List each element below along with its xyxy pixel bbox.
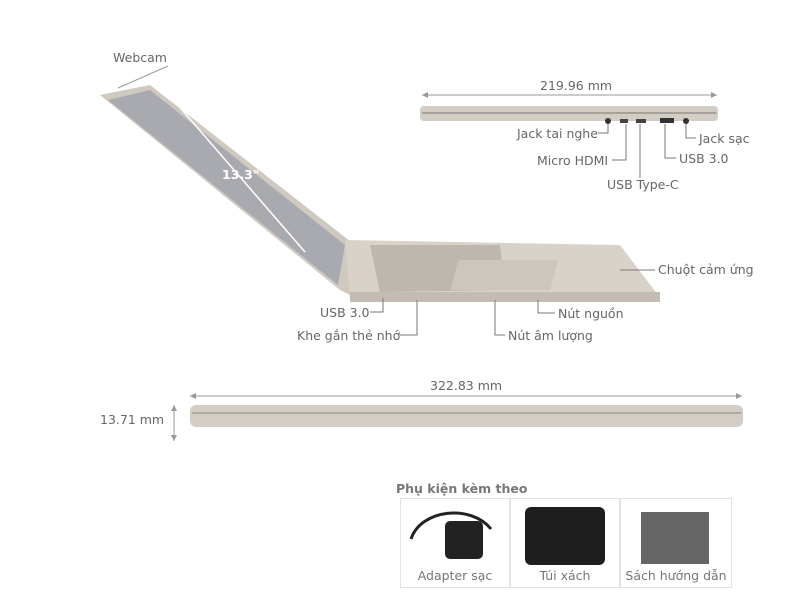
screen-size-label: 13.3" xyxy=(222,167,260,182)
usb30-right-label: USB 3.0 xyxy=(679,151,729,166)
headphone-jack-label: Jack tai nghe xyxy=(517,126,598,141)
accessory-adapter: Adapter sạc xyxy=(400,498,510,588)
thickness-label: 13.71 mm xyxy=(100,412,165,427)
webcam-leader xyxy=(117,65,169,89)
micro-hdmi-label: Micro HDMI xyxy=(537,153,609,168)
manual-image xyxy=(641,512,709,564)
adapter-image xyxy=(409,511,493,559)
power-button-label: Nút nguồn xyxy=(558,306,624,321)
diagonal-arrow xyxy=(169,95,306,253)
usb30-left-label: USB 3.0 xyxy=(320,305,370,320)
depth-label: 219.96 mm xyxy=(540,78,613,93)
side-view xyxy=(420,92,718,178)
card-slot-label: Khe gắn thẻ nhớ xyxy=(297,328,401,343)
usb-type-c-label: USB Type-C xyxy=(607,177,679,192)
accessories-title: Phụ kiện kèm theo xyxy=(396,481,528,496)
accessory-label: Adapter sạc xyxy=(417,568,493,583)
bag-image xyxy=(525,507,605,565)
volume-button-label: Nút âm lượng xyxy=(508,328,593,343)
accessory-manual: Sách hướng dẫn xyxy=(620,498,732,588)
charging-jack-label: Jack sạc xyxy=(699,131,750,146)
accessory-label: Sách hướng dẫn xyxy=(625,568,727,583)
accessory-label: Túi xách xyxy=(539,568,591,583)
width-label: 322.83 mm xyxy=(430,378,503,393)
accessory-bag: Túi xách xyxy=(510,498,620,588)
open-laptop xyxy=(100,85,660,302)
front-view xyxy=(171,393,743,441)
webcam-label: Webcam xyxy=(113,50,167,65)
touchpad-label: Chuột cảm ứng xyxy=(658,262,754,277)
